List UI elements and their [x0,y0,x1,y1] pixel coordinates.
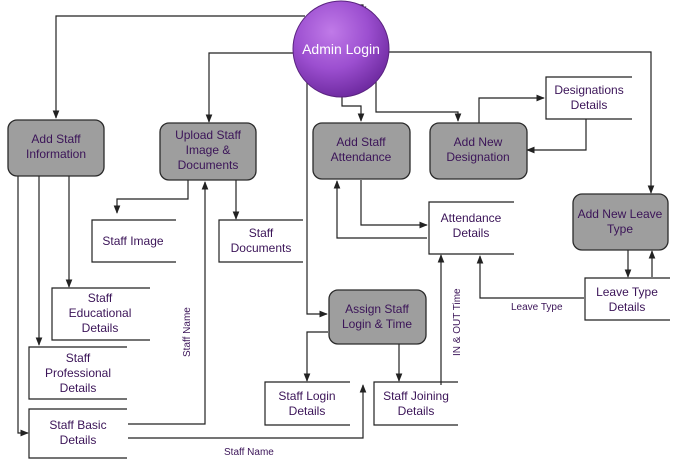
process-upload-staff-line-3: Documents [178,158,239,172]
process-add-staff-information-line-1: Add Staff [31,132,81,146]
edge-info-to-basic [17,176,29,437]
store-attendance-details[interactable]: Attendance Details [428,201,514,255]
process-add-staff-information[interactable]: Add Staff Information [7,119,105,177]
store-leave-type-details-line-1: Leave Type [596,285,658,299]
process-upload-staff-image-documents[interactable]: Upload Staff Image & Documents [159,122,257,181]
process-upload-staff-line-2: Image & [186,143,231,157]
store-staff-basic-details[interactable]: Staff Basic Details [28,408,127,459]
store-leave-type-details-line-2: Details [609,300,646,314]
edge-assign-to-login-details [303,331,328,382]
store-designations-details[interactable]: Designations Details [545,76,632,120]
process-add-new-designation[interactable]: Add New Designation [429,122,528,180]
store-staff-educational-line-3: Details [82,321,119,335]
edge-attendance-to-details [360,180,428,229]
store-staff-joining-details-line-1: Staff Joining [383,389,449,403]
store-staff-professional-line-2: Professional [45,366,111,380]
edge-designation-to-details [478,94,545,123]
store-staff-professional-line-3: Details [60,381,97,395]
process-add-new-leave-type[interactable]: Add New Leave Type [572,193,669,251]
process-add-new-leave-type-line-2: Type [607,222,633,236]
store-staff-image-label: Staff Image [102,234,163,248]
store-designations-details-line-2: Details [571,98,608,112]
store-staff-educational-line-2: Educational [69,306,132,320]
connectors [17,4,656,439]
store-staff-educational-details[interactable]: Staff Educational Details [51,287,150,341]
process-assign-staff-login-time[interactable]: Assign Staff Login & Time [328,289,427,345]
process-add-staff-attendance-line-1: Add Staff [336,135,386,149]
admin-login-label: Admin Login [302,41,380,57]
edge-admin-to-add-new-designation [375,80,462,122]
edge-admin-to-assign-staff-login [306,78,328,318]
store-staff-documents[interactable]: Staff Documents [218,219,303,263]
edge-admin-to-add-new-leave-type [387,51,655,194]
process-assign-staff-login-line-2: Login & Time [342,317,412,331]
edge-label-leave-type: Leave Type [511,302,563,313]
process-add-new-leave-type-line-1: Add New Leave [578,207,663,221]
store-staff-professional-line-1: Staff [66,351,91,365]
process-upload-staff-line-1: Upload Staff [175,128,241,142]
edge-details-to-attendance [333,180,427,239]
store-designations-details-line-1: Designations [554,83,623,97]
admin-login-node[interactable]: Admin Login [292,0,390,98]
store-staff-professional-details[interactable]: Staff Professional Details [28,346,127,400]
edge-upload-to-staff-image [113,180,189,214]
store-staff-documents-line-1: Staff [249,226,274,240]
store-staff-joining-details-line-2: Details [398,404,435,418]
process-add-staff-information-line-2: Information [26,147,86,161]
edge-label-staff-name-bottom: Staff Name [224,447,274,458]
process-add-new-designation-line-2: Designation [446,150,509,164]
store-staff-educational-line-1: Staff [88,291,113,305]
store-staff-login-details-line-2: Details [289,404,326,418]
store-staff-joining-details[interactable]: Staff Joining Details [373,381,458,426]
process-add-staff-attendance[interactable]: Add Staff Attendance [312,122,411,180]
process-assign-staff-login-line-1: Assign Staff [345,302,409,316]
store-attendance-details-line-1: Attendance [441,211,502,225]
process-add-staff-attendance-line-2: Attendance [331,150,392,164]
store-staff-image[interactable]: Staff Image [91,219,176,263]
store-attendance-details-line-2: Details [453,226,490,240]
store-staff-login-details[interactable]: Staff Login Details [264,381,350,426]
edge-basic-to-staff-joining [128,384,367,439]
store-leave-type-details[interactable]: Leave Type Details [584,277,670,321]
edge-admin-to-add-staff-information [52,15,305,119]
process-add-new-designation-line-1: Add New [454,135,503,149]
edge-admin-to-upload-staff [205,52,295,123]
edge-label-in-out-time: IN & OUT Time [452,288,463,356]
store-staff-basic-line-2: Details [60,433,97,447]
edge-label-staff-name-vertical: Staff Name [182,307,193,357]
edge-details-to-designation [526,119,587,154]
edge-basic-to-upload-staff [128,181,209,425]
store-staff-login-details-line-1: Staff Login [278,389,335,403]
store-staff-basic-line-1: Staff Basic [49,418,106,432]
edge-leave-details-to-attendance [476,255,584,299]
store-staff-documents-line-2: Documents [231,241,292,255]
